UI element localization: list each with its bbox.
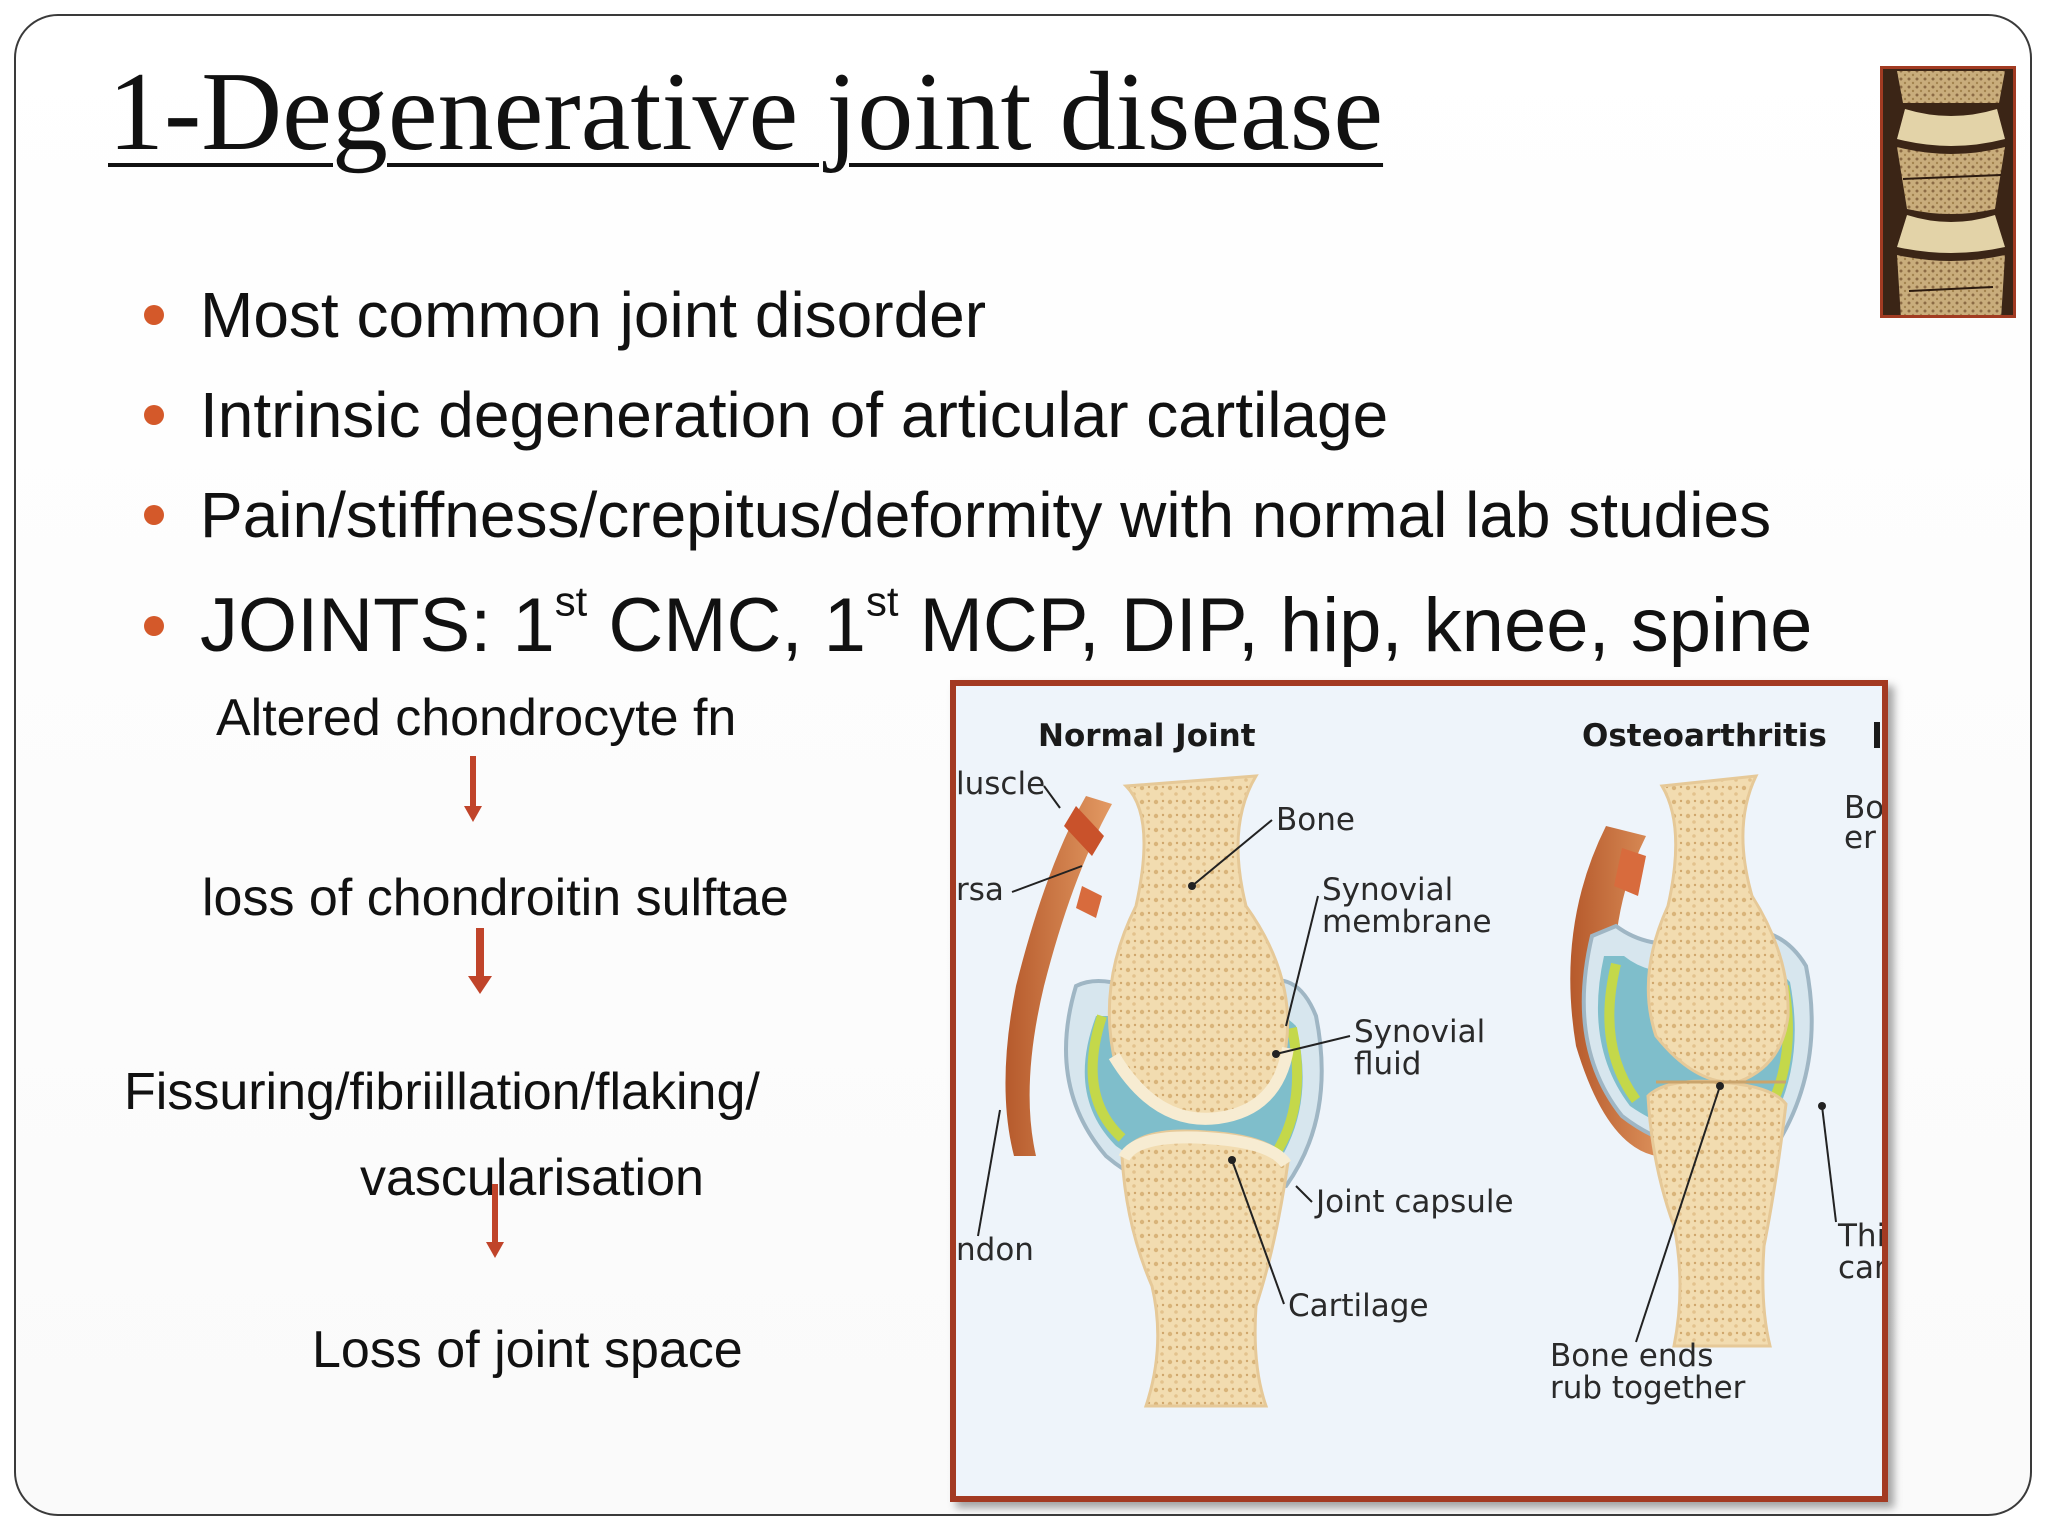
label-bursa: rsa xyxy=(956,872,1004,908)
bullet-item: Most common joint disorder xyxy=(144,278,986,352)
spine-photo-illustration xyxy=(1883,69,2013,315)
label-joint-capsule: Joint capsule xyxy=(1314,1184,1514,1220)
down-arrow-icon xyxy=(464,756,482,822)
joints-suffix: MCP, DIP, hip, knee, spine xyxy=(898,583,1813,668)
down-arrow-icon xyxy=(486,1184,504,1258)
label-bone-ends-1: Bone ends xyxy=(1550,1338,1713,1374)
bullet-dot-icon xyxy=(144,615,164,636)
osteoarthritis-heading: Osteoarthritis xyxy=(1582,718,1827,754)
bullet-dot-icon xyxy=(144,505,164,525)
label-synovial-fluid-1: Synovial xyxy=(1354,1014,1485,1050)
flow-step-3: Fissuring/fibriillation/flaking/ xyxy=(124,1063,760,1121)
label-muscle: luscle xyxy=(956,766,1045,802)
muscle-shape xyxy=(1005,796,1112,1156)
slide-title: 1-Degenerative joint disease xyxy=(108,50,1384,174)
label-bone-erosion-1: Bo xyxy=(1844,790,1882,826)
label-bone-erosion-2: er xyxy=(1844,820,1876,856)
bullet-text: Intrinsic degeneration of articular cart… xyxy=(200,379,1389,451)
bullet-dot-icon xyxy=(144,305,164,325)
label-synovial-membrane-1: Synovial xyxy=(1322,872,1453,908)
joints-prefix: JOINTS: 1 xyxy=(200,583,555,668)
bullet-text: JOINTS: 1st CMC, 1st MCP, DIP, hip, knee… xyxy=(200,580,1813,669)
label-thin-cartilage-1: Thi xyxy=(1837,1218,1882,1254)
spine-photo-thumbnail xyxy=(1880,66,2016,318)
joints-sup-1: st xyxy=(554,577,588,625)
bullet-item-joints: JOINTS: 1st CMC, 1st MCP, DIP, hip, knee… xyxy=(144,580,1813,669)
flow-step-2: loss of chondroitin sulftae xyxy=(202,869,789,927)
label-cartilage: Cartilage xyxy=(1288,1288,1429,1324)
joints-sup-2: st xyxy=(865,577,899,625)
bullet-item: Intrinsic degeneration of articular cart… xyxy=(144,378,1388,452)
label-bone: Bone xyxy=(1276,802,1355,838)
flow-step-3-cont: vascularisation xyxy=(360,1149,704,1207)
bullet-text: Most common joint disorder xyxy=(200,279,987,351)
label-bone-ends-2: rub together xyxy=(1550,1370,1746,1406)
down-arrow-icon xyxy=(468,928,492,994)
joint-comparison-figure: Normal Joint Osteoarthritis luscle rsa xyxy=(950,680,1888,1502)
flow-step-1: Altered chondrocyte fn xyxy=(216,689,737,747)
normal-joint-heading: Normal Joint xyxy=(1038,718,1256,754)
label-synovial-fluid-2: fluid xyxy=(1354,1046,1421,1082)
joint-illustration: Normal Joint Osteoarthritis luscle rsa xyxy=(956,686,1882,1496)
label-synovial-membrane-2: membrane xyxy=(1322,904,1492,940)
bullet-item: Pain/stiffness/crepitus/deformity with n… xyxy=(144,478,1771,552)
label-tendon: ndon xyxy=(956,1232,1034,1268)
bullet-dot-icon xyxy=(144,405,164,425)
flow-step-4: Loss of joint space xyxy=(312,1321,743,1379)
bullet-text: Pain/stiffness/crepitus/deformity with n… xyxy=(200,479,1772,551)
label-thin-cartilage-2: car xyxy=(1838,1250,1882,1286)
slide: 1-Degenerative joint disease Most com xyxy=(14,14,2032,1516)
joints-mid: CMC, 1 xyxy=(587,583,866,668)
